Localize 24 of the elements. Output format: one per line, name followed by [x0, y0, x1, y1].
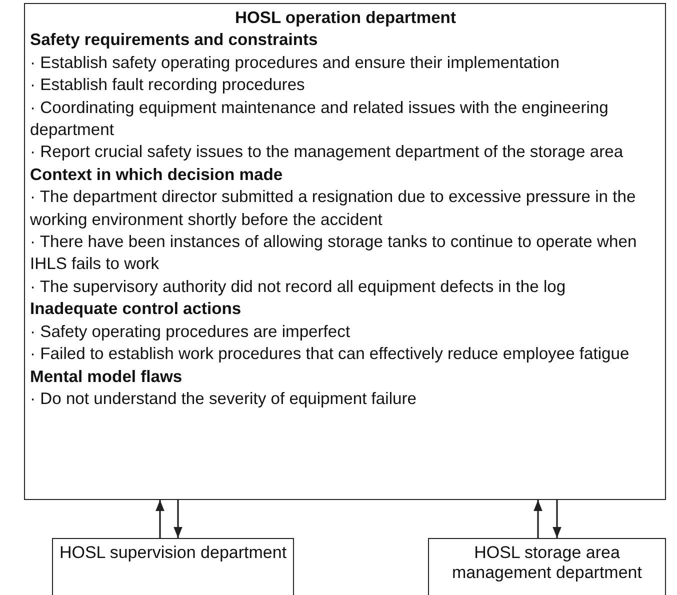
bullet-item: · Coordinating equipment maintenance and related issues with the engineering department [30, 96, 610, 142]
section-heading: Mental model flaws [30, 366, 184, 388]
box-title: HOSL operation department [234, 7, 457, 29]
bullet-item: · The department director submitted a resignation due to excessive pressure in the working environment shortly before the accident [30, 186, 637, 231]
bullet-item: · Failed to establish work procedures that can effectively reduce employee fatigue [30, 343, 630, 366]
bullet-item: · Establish fault recording procedures [30, 74, 306, 96]
bullet-item: · Report crucial safety issues to the management department of the storage area [30, 141, 624, 164]
section-heading: Inadequate control actions [30, 298, 242, 320]
box-label: HOSL storage area management department [451, 543, 643, 583]
bullet-item: · Safety operating procedures are imperfect [30, 320, 352, 343]
bullet-item: · Establish safety operating procedures and ensure their implementation [30, 52, 560, 74]
box-label: HOSL supervision department [59, 543, 287, 563]
bullet-item: · The supervisory authority did not record all equipment defects in the log [30, 276, 567, 298]
department-box [428, 538, 666, 595]
bullet-item: · Do not understand the severity of equipment failure [30, 388, 418, 410]
section-heading: Context in which decision made [30, 164, 284, 186]
bullet-item: · There have been instances of allowing storage tanks to continue to operate when IHLS fails to work [30, 231, 638, 276]
arrow [552, 500, 562, 538]
department-box [52, 538, 294, 595]
arrow [534, 500, 542, 538]
arrow [174, 500, 182, 538]
arrow [156, 500, 164, 538]
department-box [24, 3, 666, 500]
section-heading: Safety requirements and constraints [30, 29, 319, 52]
